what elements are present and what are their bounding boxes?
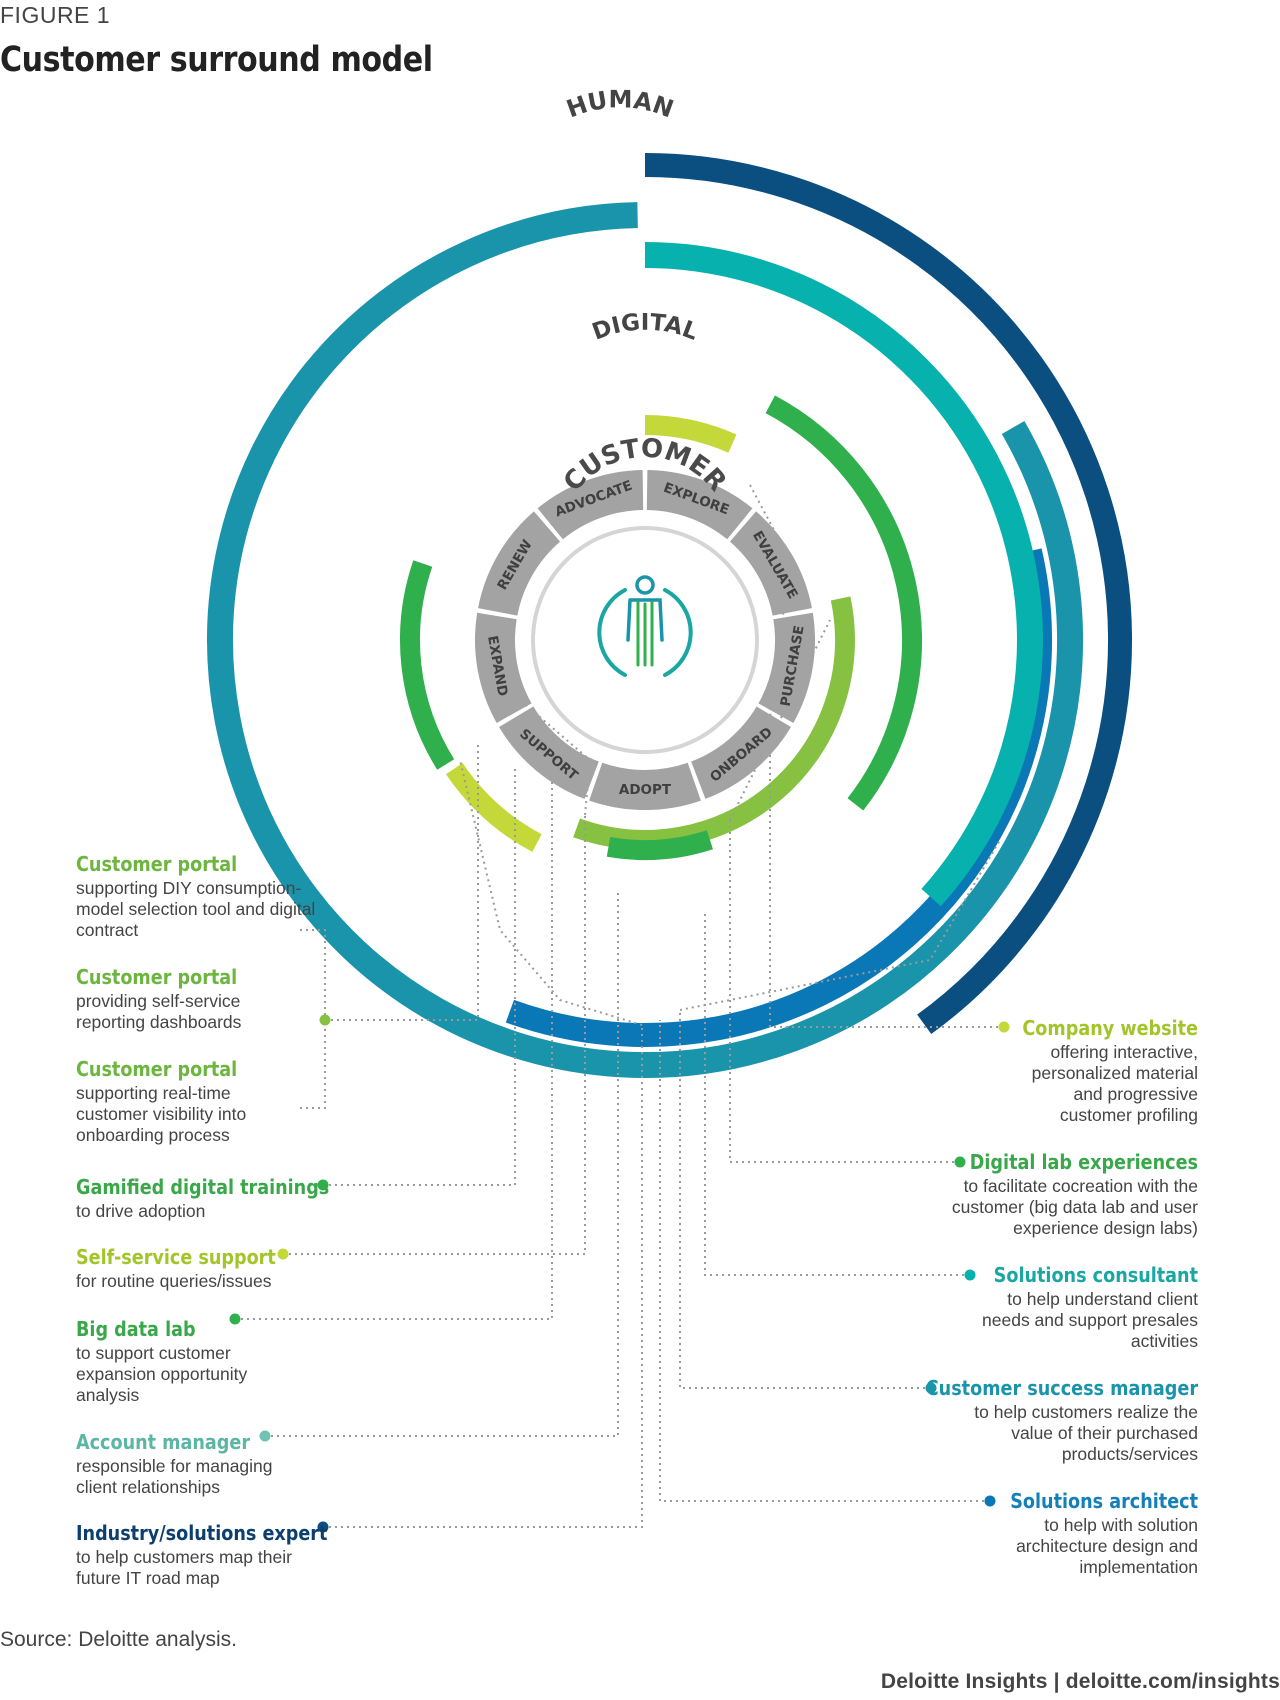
callout-customer-success-manager: Customer success manager to help custome… xyxy=(878,1376,1198,1465)
leader-self-service xyxy=(283,815,586,1255)
callout-title: Customer portal xyxy=(76,852,238,876)
customer-core: CUSTOMER xyxy=(531,433,759,754)
leader-solutions-architect xyxy=(659,1020,990,1502)
callout-desc: supporting DIY consumption-model selecti… xyxy=(76,878,316,940)
callout-title: Solutions consultant xyxy=(993,1263,1198,1287)
leader-customer-portal-diy xyxy=(300,929,326,1020)
leader-dot xyxy=(277,1248,289,1260)
ring-green-3 xyxy=(606,830,713,860)
ring-lime xyxy=(573,596,855,850)
leader-solutions-consultant xyxy=(704,910,970,1276)
leader-company-website xyxy=(769,718,1004,1028)
lifecycle-segment xyxy=(478,511,561,617)
callout-desc: to help with solution architecture desig… xyxy=(1016,1515,1198,1577)
rings-group xyxy=(207,153,1133,1079)
ring-digital-aqua xyxy=(644,242,1043,907)
human-label: HUMAN xyxy=(563,85,677,123)
leader-dot xyxy=(998,1021,1010,1033)
lifecycle-segment xyxy=(537,470,644,540)
callout-big-data-lab: Big data lab to support customer expansi… xyxy=(76,1317,396,1406)
leader-dot xyxy=(964,1269,976,1281)
figure-label: FIGURE 1 xyxy=(0,2,111,28)
leader-dot xyxy=(317,1179,329,1191)
leader-customer-portal-onboard xyxy=(300,1020,326,1109)
leader-csm-inner xyxy=(679,839,1001,1011)
callout-title: Customer portal xyxy=(76,1057,238,1081)
callout-desc: supporting real-time customer visibility… xyxy=(76,1083,247,1145)
leader-dot xyxy=(984,1495,996,1507)
ring-yellowgreen-2 xyxy=(446,762,542,852)
callout-industry-expert: Industry/solutions expert to help custom… xyxy=(76,1521,396,1589)
lifecycle-segment xyxy=(758,612,815,723)
ring-yellowgreen-1 xyxy=(644,415,737,453)
callout-gamified-trainings: Gamified digital trainings to drive adop… xyxy=(76,1175,396,1222)
leader-lines xyxy=(229,484,1010,1533)
callout-title: Company website xyxy=(1022,1016,1198,1040)
callout-desc: to help customers map their future IT ro… xyxy=(76,1547,292,1588)
person-icon xyxy=(597,575,693,677)
callout-title: Account manager xyxy=(76,1430,251,1454)
callout-title: Gamified digital trainings xyxy=(76,1175,330,1199)
source-note: Source: Deloitte analysis. xyxy=(0,1628,237,1651)
callout-title: Customer success manager xyxy=(925,1376,1198,1400)
callout-desc: for routine queries/issues xyxy=(76,1271,272,1291)
callout-account-manager: Account manager responsible for managing… xyxy=(76,1430,396,1498)
lifecycle-segment xyxy=(499,706,600,799)
ring-human-teal xyxy=(207,202,1084,1079)
lifecycle-segment xyxy=(646,470,753,540)
leader-gamified xyxy=(323,765,516,1186)
callout-solutions-architect: Solutions architect to help with solutio… xyxy=(878,1489,1198,1578)
lifecycle-segment xyxy=(589,762,701,811)
leader-dot xyxy=(259,1430,271,1442)
leader-industry-expert xyxy=(323,1025,643,1528)
leader-dot xyxy=(229,1313,241,1325)
figure-title: Customer surround model xyxy=(0,40,433,80)
callout-customer-portal-dashboards: Customer portal providing self-service r… xyxy=(76,965,396,1033)
leader-customer-portal-dashboards xyxy=(325,745,479,1021)
ring-human-navy xyxy=(644,153,1133,1034)
leader-dot xyxy=(319,1014,331,1026)
lifecycle-segment xyxy=(690,706,791,799)
leader-dot xyxy=(317,1521,329,1533)
callout-desc: to support customer expansion opportunit… xyxy=(76,1343,248,1405)
lifecycle-ring: EXPLOREEVALUATEPURCHASEONBOARDADOPTSUPPO… xyxy=(475,470,815,811)
callout-title: Industry/solutions expert xyxy=(76,1521,328,1545)
callout-title: Solutions architect xyxy=(1010,1489,1198,1513)
leader-dot xyxy=(925,1382,937,1394)
callout-solutions-consultant: Solutions consultant to help understand … xyxy=(878,1263,1198,1352)
callout-company-website: Company website offering interactive, pe… xyxy=(878,1016,1198,1126)
callout-customer-portal-onboarding: Customer portal supporting real-time cus… xyxy=(76,1057,396,1146)
digital-label: DIGITAL xyxy=(589,310,702,346)
callout-desc: providing self-service reporting dashboa… xyxy=(76,991,242,1032)
callout-desc: to help customers realize the value of t… xyxy=(974,1402,1198,1464)
callout-customer-portal-diy: Customer portal supporting DIY consumpti… xyxy=(76,852,396,941)
callout-digital-lab: Digital lab experiences to facilitate co… xyxy=(878,1150,1198,1239)
lifecycle-stage-label: ADOPT xyxy=(619,782,672,798)
lifecycle-segment xyxy=(475,612,532,723)
callout-desc: to drive adoption xyxy=(76,1201,206,1221)
callout-desc: to facilitate cocreation with the custom… xyxy=(951,1176,1198,1238)
ring-green-2 xyxy=(400,560,455,770)
leader-digital-lab xyxy=(729,820,960,1163)
lifecycle-segment xyxy=(729,511,812,617)
callout-title: Customer portal xyxy=(76,965,238,989)
callout-self-service-support: Self-service support for routine queries… xyxy=(76,1245,396,1292)
callout-desc: responsible for managing client relation… xyxy=(76,1456,273,1497)
leader-industry-inner xyxy=(459,759,643,1026)
callout-title: Self-service support xyxy=(76,1245,276,1269)
callout-title: Digital lab experiences xyxy=(969,1150,1198,1174)
ring-green-1 xyxy=(765,395,922,811)
callout-desc: offering interactive, personalized mater… xyxy=(1031,1042,1198,1125)
credit-line: Deloitte Insights | deloitte.com/insight… xyxy=(880,1670,1280,1693)
callout-desc: to help understand client needs and supp… xyxy=(982,1289,1198,1351)
leader-dot xyxy=(954,1156,966,1168)
callout-title: Big data lab xyxy=(76,1317,196,1341)
